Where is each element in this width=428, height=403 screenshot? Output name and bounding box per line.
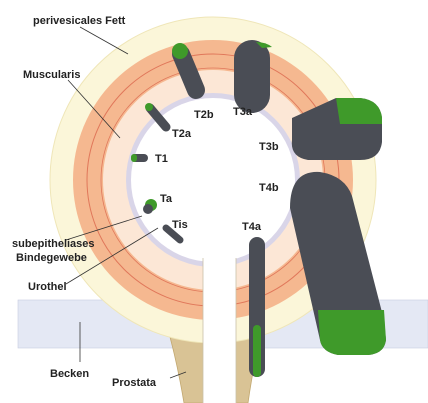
stage-label-ta: Ta: [160, 193, 173, 205]
label-pelvis: Becken: [50, 368, 89, 380]
label-subepithelial-line1: subepitheliases: [12, 238, 95, 250]
stage-label-t2b: T2b: [194, 109, 214, 121]
stage-label-t3b: T3b: [259, 141, 279, 153]
stage-label-tis: Tis: [172, 219, 188, 231]
stage-label-t4a: T4a: [242, 221, 262, 233]
label-perivesical-fat: perivesicales Fett: [33, 15, 126, 27]
label-urothel: Urothel: [28, 281, 67, 293]
stage-label-t2a: T2a: [172, 128, 192, 140]
stage-label-t3a: T3a: [233, 106, 253, 118]
label-muscularis: Muscularis: [23, 69, 80, 81]
urethra-channel: [203, 255, 236, 403]
stage-label-t4b: T4b: [259, 182, 279, 194]
leader-perivesical-fat: [80, 27, 128, 54]
tumor-t1: [131, 154, 148, 162]
stage-label-t1: T1: [155, 153, 168, 165]
tumor-t4a: [249, 237, 265, 377]
bladder-lumen: [131, 98, 295, 262]
label-prostate: Prostata: [112, 377, 157, 389]
label-subepithelial-line2: Bindegewebe: [16, 252, 87, 264]
